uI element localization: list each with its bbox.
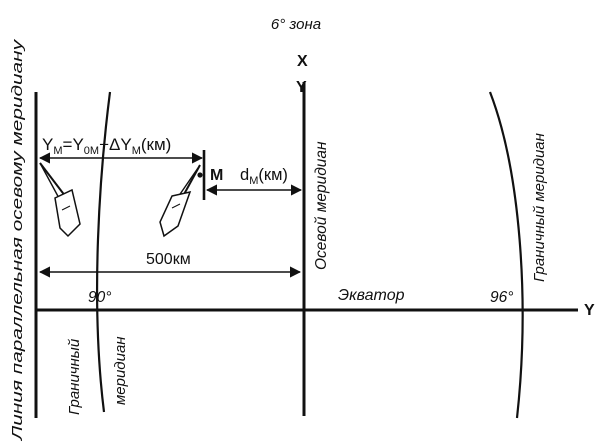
distance-500-label: 500км [146, 251, 191, 268]
boundary-meridian-right [488, 91, 524, 419]
x-axis-label: X [297, 53, 308, 70]
left-pointer-icon [39, 162, 81, 238]
boundary-meridian-left [96, 91, 112, 413]
boundary-left-label-1: Граничный [66, 338, 83, 415]
degree-96-label: 96° [490, 289, 513, 306]
point-m-label: M [210, 167, 223, 184]
ym-formula: YM=Y0M+ΔYM(км) [42, 135, 171, 157]
parallel-line-label: Линия параллельная осевому меридиану [10, 39, 26, 441]
y-axis-label: Y [584, 302, 595, 319]
zone-title: 6° зона [271, 16, 321, 33]
boundary-left-label-2: меридиан [112, 336, 129, 405]
right-pointer-icon [159, 164, 201, 238]
boundary-right-label: Граничный меридиан [531, 133, 548, 282]
degree-90-label: 90° [88, 289, 111, 306]
equator-label: Экватор [338, 287, 405, 304]
dm-formula: dM(км) [240, 166, 288, 187]
y-axis-top-label: Y [296, 79, 307, 96]
point-m-dot [197, 172, 203, 178]
axial-meridian-label: Осевой меридиан [313, 141, 330, 270]
